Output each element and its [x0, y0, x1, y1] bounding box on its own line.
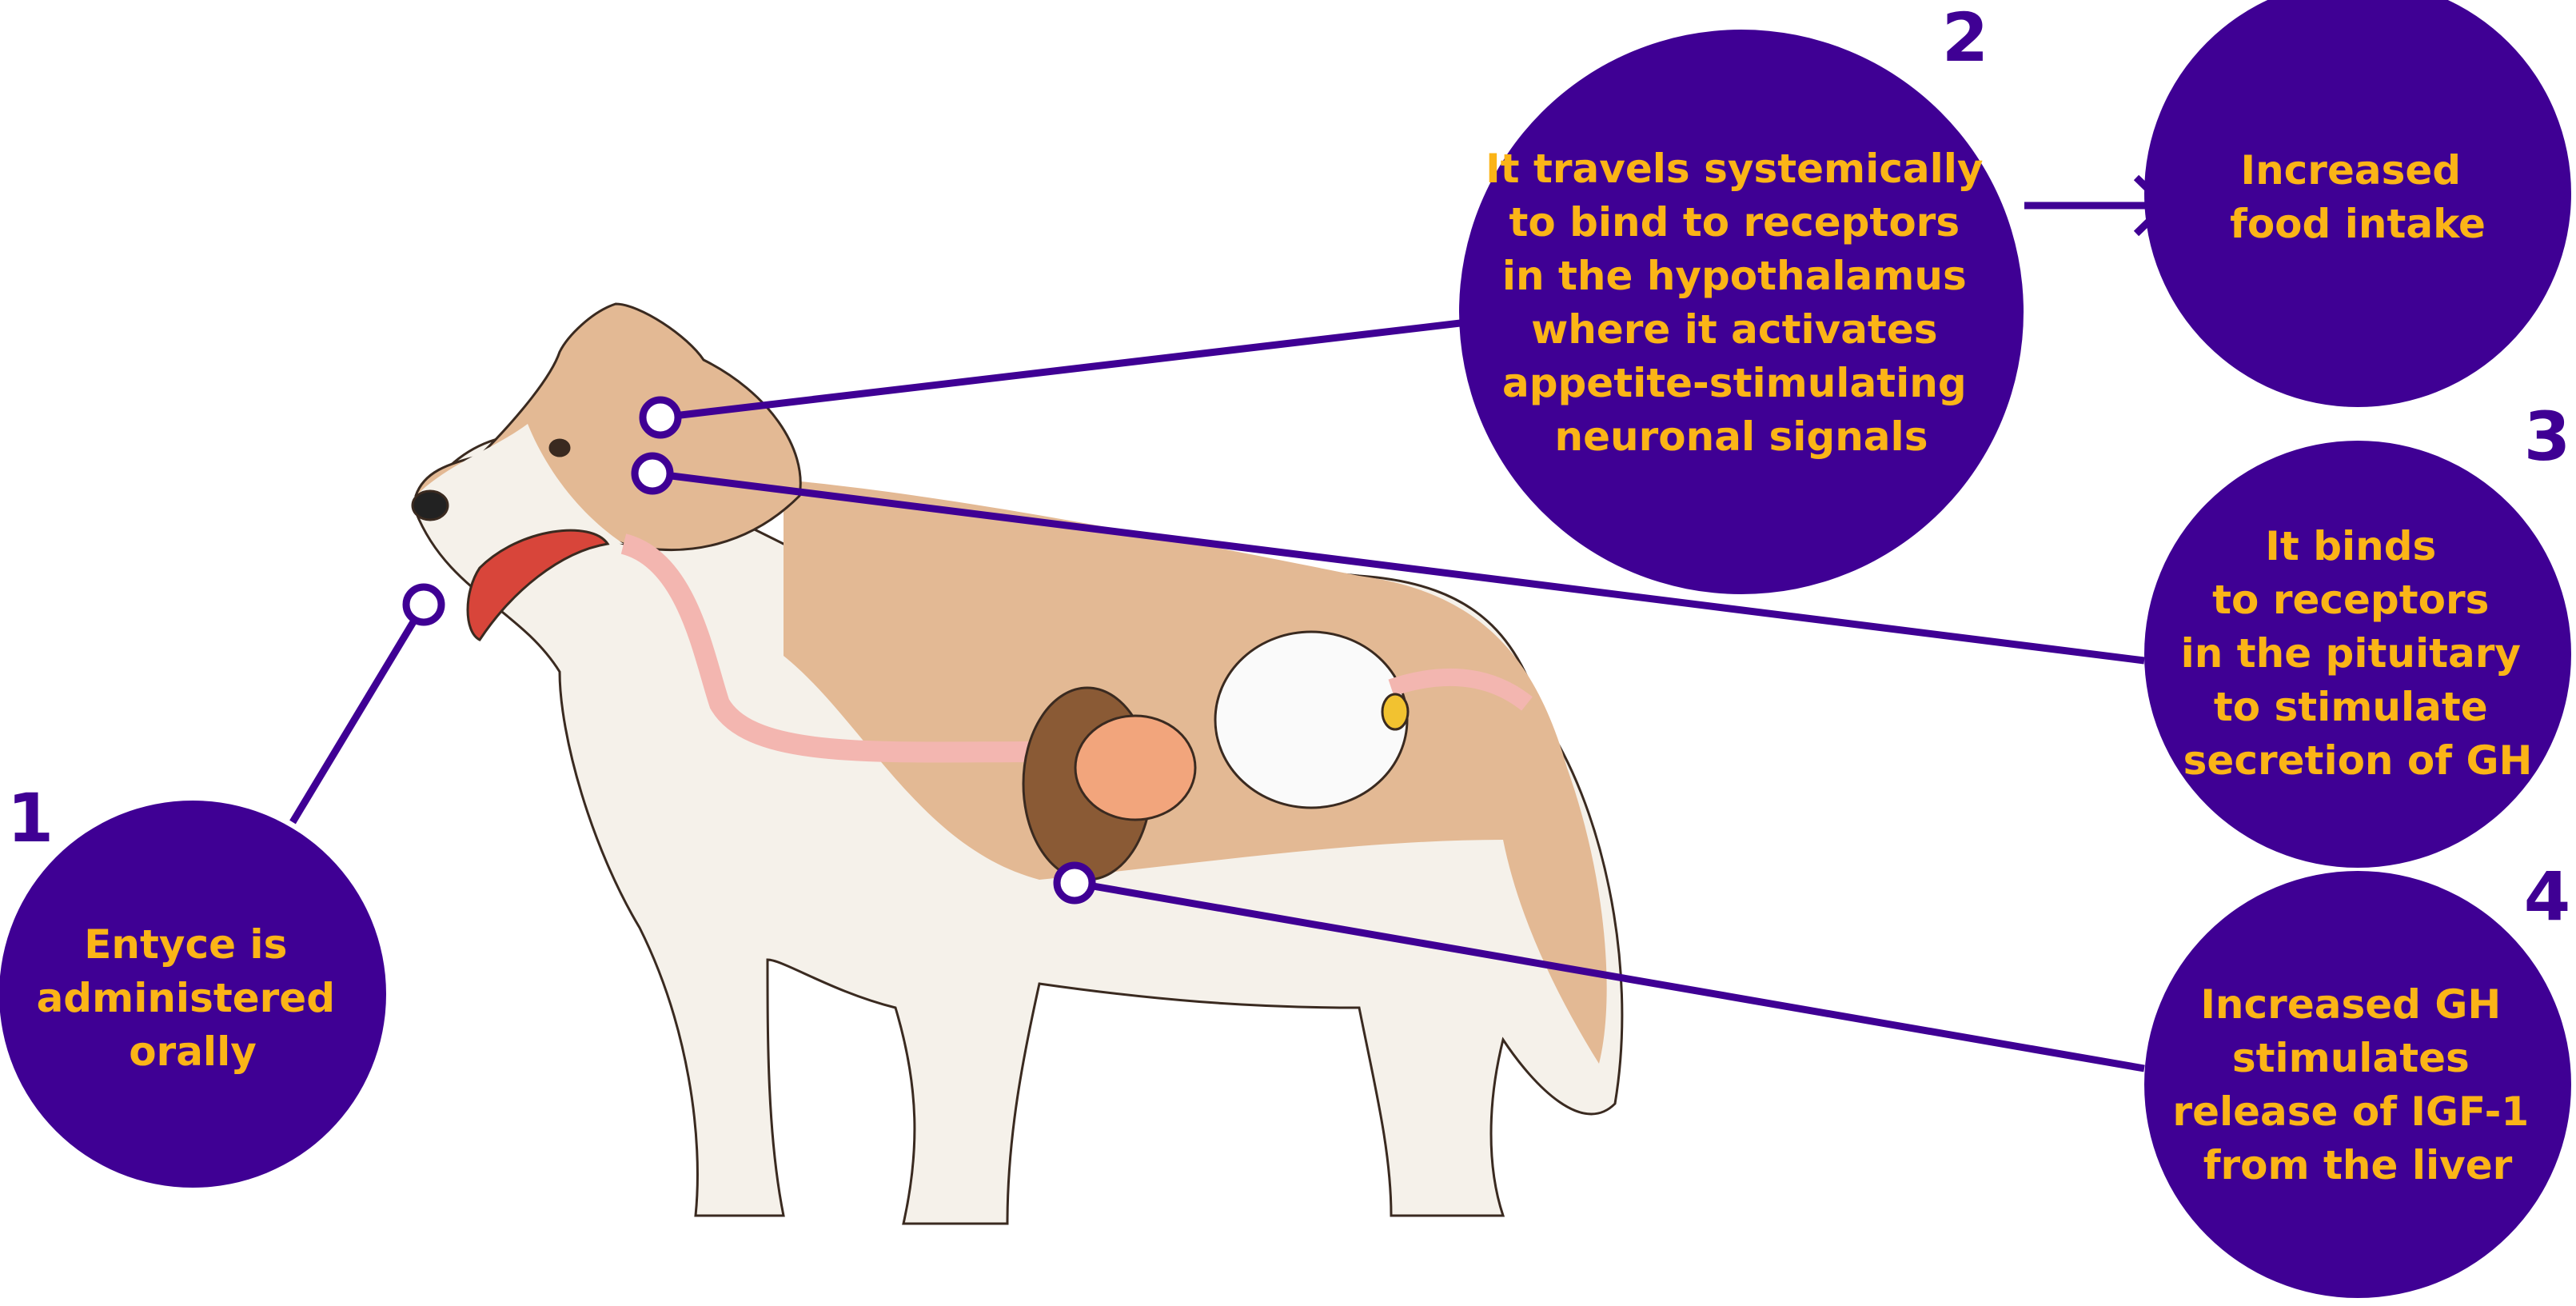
- marker-liver: [1053, 861, 1096, 905]
- connector-4: [1074, 879, 2145, 1072]
- step-circle: [1459, 30, 2024, 594]
- step-number: 4: [2524, 857, 2570, 936]
- step-number: 3: [2524, 397, 2570, 476]
- step-circle: [2144, 0, 2571, 407]
- stomach: [1074, 714, 1197, 821]
- intestines: [1214, 630, 1409, 809]
- colon: [1388, 668, 1533, 711]
- step-number: 2: [1942, 0, 1988, 77]
- dog-muzzle-white: [416, 424, 624, 544]
- connector-1: [289, 602, 427, 825]
- dog-eye: [548, 438, 571, 457]
- step-4: 4 Increased GH stimulates release of IGF…: [2144, 857, 2571, 1298]
- step-circle: [0, 801, 386, 1188]
- connector-3: [652, 469, 2145, 665]
- marker-hypothalamus: [639, 396, 682, 439]
- marker-mouth: [402, 583, 445, 626]
- step-text: Entyce is administered orally: [37, 921, 349, 1075]
- outcome-food-intake: Increased food intake: [2144, 0, 2571, 407]
- step-text: It binds to receptors in the pituitary t…: [2181, 523, 2535, 784]
- step-3: 3 It binds to receptors in the pituitary…: [2144, 397, 2571, 868]
- step-text: It travels systemically to bind to recep…: [1485, 146, 1997, 460]
- dog-illustration: [411, 302, 1624, 1225]
- step-text: Increased food intake: [2230, 147, 2486, 247]
- connectors: [289, 174, 2171, 1072]
- dog-tongue: [466, 529, 610, 641]
- step-circle: [2144, 441, 2571, 868]
- step-text: Increased GH stimulates release of IGF-1…: [2172, 981, 2542, 1188]
- dog-nose: [411, 489, 449, 521]
- marker-pituitary: [631, 452, 674, 495]
- step-2: 2 It travels systemically to bind to rec…: [1459, 0, 2024, 594]
- step-number: 1: [7, 779, 54, 857]
- gallbladder: [1381, 693, 1410, 731]
- connector-2: [660, 318, 1468, 421]
- step-1: 1 Entyce is administered orally: [0, 779, 386, 1188]
- step-circle: [2144, 871, 2571, 1298]
